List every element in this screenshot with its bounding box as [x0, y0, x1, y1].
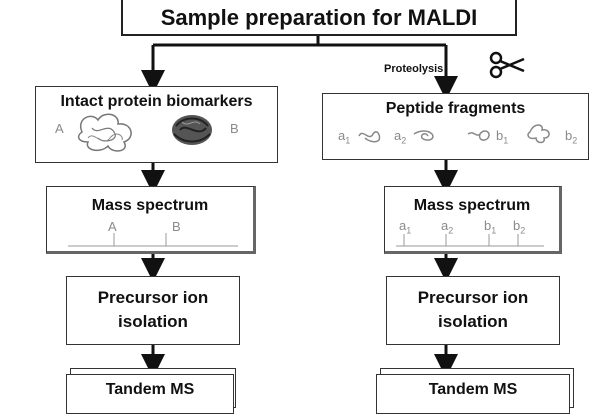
fragment-b1-label: b1 [496, 128, 509, 146]
left-tandem-box: Tandem MS [66, 374, 234, 414]
left-mass-spectrum-box: Mass spectrum [46, 186, 256, 254]
right-precursor-box: Precursor ion isolation [386, 276, 560, 345]
right-tandem-box: Tandem MS [376, 374, 570, 414]
left-peak-a-label: A [108, 219, 117, 234]
proteolysis-label: Proteolysis [384, 63, 444, 75]
left-precursor-line1: Precursor ion [97, 288, 209, 307]
scissors-icon [489, 51, 525, 79]
left-spectrum-plot [68, 233, 238, 247]
intact-protein-box: Intact protein biomarkers [35, 86, 278, 163]
fragment-a2-icon [413, 130, 434, 141]
fragment-a2-label: a2 [394, 128, 407, 146]
fragment-a1-label: a1 [338, 128, 351, 146]
right-mass-spectrum-title: Mass spectrum [413, 197, 531, 214]
left-mass-spectrum-title: Mass spectrum [91, 197, 209, 214]
right-tandem-text: Tandem MS [428, 381, 518, 398]
protein-b-icon [172, 115, 212, 145]
right-peak-b1-label: b1 [484, 218, 497, 236]
right-spectrum-plot [396, 234, 544, 247]
intact-title: Intact protein biomarkers [60, 93, 253, 110]
fragment-b2-icon [527, 124, 550, 144]
title-box: Sample preparation for MALDI [121, 0, 517, 36]
left-peak-b-label: B [172, 219, 181, 234]
fragment-a1-icon [358, 131, 381, 143]
right-precursor-line1: Precursor ion [417, 288, 529, 307]
fragment-b1-icon [467, 130, 490, 141]
title-text: Sample preparation for MALDI [160, 5, 478, 30]
flow-arrows [141, 36, 458, 378]
right-precursor-line2: isolation [438, 312, 508, 331]
left-tandem-text: Tandem MS [105, 381, 195, 398]
fragment-b2-label: b2 [565, 128, 578, 146]
protein-a-label: A [55, 121, 64, 136]
right-peak-a1-label: a1 [399, 218, 412, 236]
left-precursor-line2: isolation [118, 312, 188, 331]
peptide-title: Peptide fragments [385, 100, 526, 117]
left-precursor-box: Precursor ion isolation [66, 276, 240, 345]
right-peak-b2-label: b2 [513, 218, 526, 236]
right-peak-a2-label: a2 [441, 218, 454, 236]
protein-b-label: B [230, 121, 239, 136]
peptide-fragments-box: Peptide fragments [322, 93, 589, 160]
protein-a-icon [77, 113, 132, 152]
right-mass-spectrum-box: Mass spectrum [384, 186, 562, 254]
